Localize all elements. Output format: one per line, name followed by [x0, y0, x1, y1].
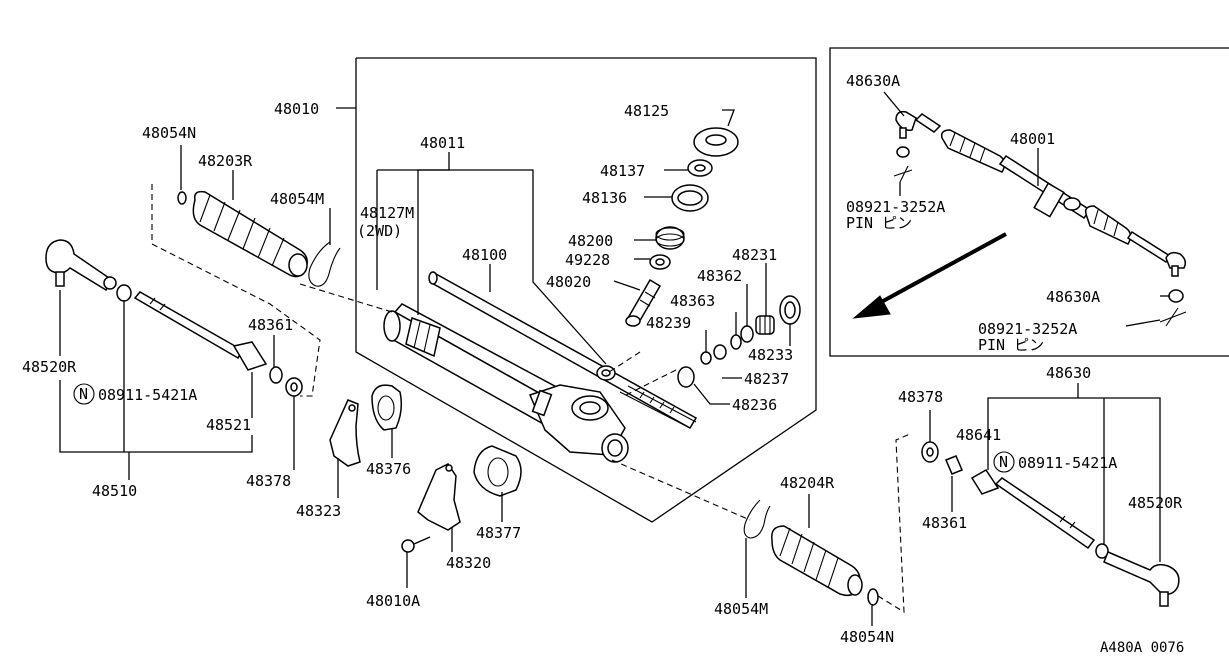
label-48362: 48362	[697, 267, 742, 285]
label-48137: 48137	[600, 162, 645, 180]
cotter-pin-bottom	[1159, 307, 1187, 327]
label-48020: 48020	[546, 273, 591, 291]
inset-assembly	[895, 110, 1187, 303]
label-48127m: 48127M	[360, 204, 414, 222]
label-48378-right: 48378	[898, 388, 943, 406]
label-48010a: 48010A	[366, 592, 420, 610]
bolt-48010a	[401, 536, 431, 553]
label-48361-left: 48361	[248, 316, 293, 334]
rack-housing	[383, 303, 629, 463]
label-48377: 48377	[476, 524, 521, 542]
label-48125: 48125	[624, 102, 669, 120]
label-08921-top: 08921-3252A	[846, 198, 945, 216]
label-48510: 48510	[92, 482, 137, 500]
label-48001: 48001	[1010, 130, 1055, 148]
label-48630a-top: 48630A	[846, 72, 900, 90]
circled-n-left: N	[79, 385, 88, 403]
boot-clip-bottom	[743, 499, 771, 539]
label-48361-right: 48361	[922, 514, 967, 532]
label-2wd: (2WD)	[357, 222, 402, 240]
label-pin-bottom: PIN ピン	[978, 336, 1044, 354]
left-boot	[177, 190, 308, 278]
left-tie-rod	[45, 239, 303, 397]
label-pin-top: PIN ピン	[846, 214, 912, 232]
label-48630a-bottom: 48630A	[1046, 288, 1100, 306]
label-48010: 48010	[274, 100, 319, 118]
label-48378-left: 48378	[246, 472, 291, 490]
label-48054n-top: 48054N	[142, 124, 196, 142]
cotter-pin-top	[893, 165, 913, 183]
label-48203r: 48203R	[198, 152, 253, 170]
label-49228: 49228	[565, 251, 610, 269]
label-48520r-left: 48520R	[22, 358, 77, 376]
label-48011: 48011	[420, 134, 465, 152]
circled-n-icon-left	[73, 383, 95, 405]
clamps	[329, 384, 522, 531]
label-48237: 48237	[744, 370, 789, 388]
label-48521: 48521	[206, 416, 251, 434]
label-48376: 48376	[366, 460, 411, 478]
label-48630: 48630	[1046, 364, 1091, 382]
label-48231: 48231	[732, 246, 777, 264]
circled-n-right: N	[999, 453, 1008, 471]
label-48204r: 48204R	[780, 474, 835, 492]
label-48054m-bottom: 48054M	[714, 600, 768, 618]
yoke-parts	[596, 295, 801, 388]
label-48320: 48320	[446, 554, 491, 572]
label-48233: 48233	[748, 346, 793, 364]
right-tie-rod	[921, 441, 1180, 607]
pinion-stack	[625, 127, 739, 327]
inset-box	[829, 47, 1229, 357]
circled-n-icon-right	[993, 451, 1015, 473]
phantom-lines	[151, 184, 911, 614]
label-08921-bottom: 08921-3252A	[978, 320, 1077, 338]
label-48100: 48100	[462, 246, 507, 264]
label-08911-left: 08911-5421A	[98, 386, 197, 404]
label-48136: 48136	[582, 189, 627, 207]
label-48323: 48323	[296, 502, 341, 520]
part-labels: 48010 48054N 48203R 48054M 48011 48127M …	[22, 72, 1184, 656]
label-08911-right: 08911-5421A	[1018, 454, 1117, 472]
label-48520r-right: 48520R	[1128, 494, 1183, 512]
direction-arrow-icon	[852, 232, 1007, 319]
main-assembly-outline	[355, 57, 817, 523]
label-48054n-bottom: 48054N	[840, 628, 894, 646]
leader-lines	[59, 91, 1170, 626]
label-48239: 48239	[646, 314, 691, 332]
reference-code: A480A 0076	[1100, 640, 1184, 656]
label-48236: 48236	[732, 396, 777, 414]
label-48200: 48200	[568, 232, 613, 250]
label-48641: 48641	[956, 426, 1001, 444]
boot-clip-top	[308, 241, 341, 287]
label-48054m-top: 48054M	[270, 190, 324, 208]
right-boot	[771, 525, 879, 606]
label-48363: 48363	[670, 292, 715, 310]
